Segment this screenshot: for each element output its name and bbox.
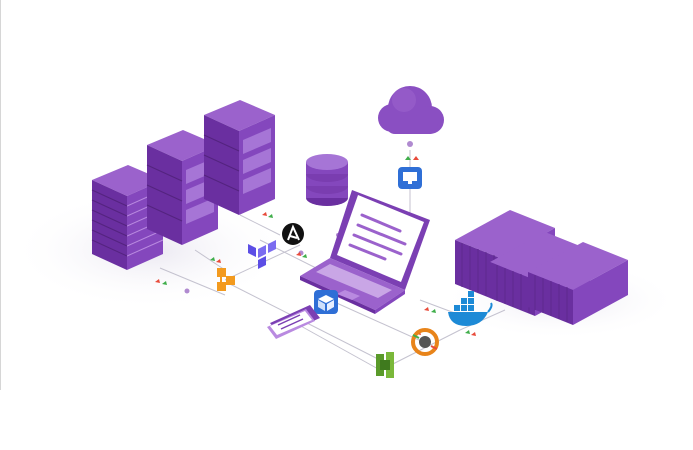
document-icon [267,305,320,339]
terraform-icon [248,240,276,269]
ansible-icon [282,223,304,245]
monitor-icon [398,167,422,189]
server-rack-icon [203,100,275,215]
aws-step-functions-icon [217,268,235,291]
docker-icon [448,291,493,326]
aws-icon [314,290,338,314]
container-icon [528,242,628,325]
database-icon [306,154,348,206]
codedeploy-icon [376,352,394,378]
cloud-icon [378,86,444,134]
jenkins-icon [411,328,439,356]
left-border [0,0,1,390]
